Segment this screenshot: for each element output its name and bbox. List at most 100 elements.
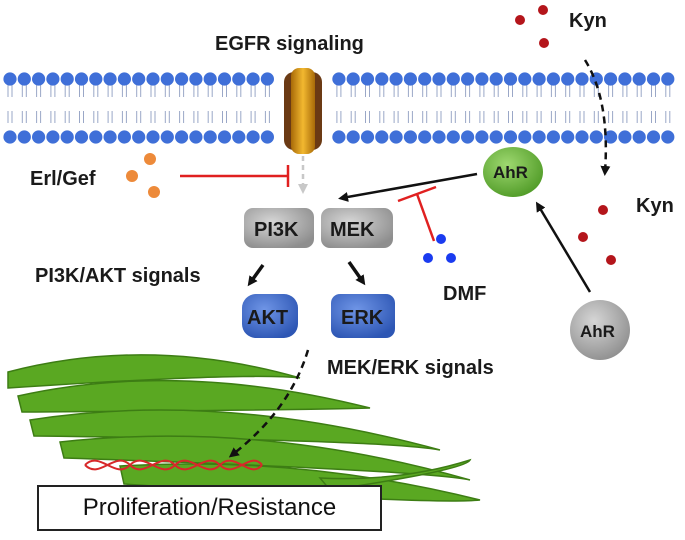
lipid-head bbox=[389, 130, 403, 144]
kyn-dots-mid bbox=[578, 205, 616, 265]
lipid-head bbox=[246, 130, 260, 144]
lipid-head bbox=[475, 130, 489, 144]
egfr-label: EGFR signaling bbox=[215, 33, 364, 55]
lipid-head bbox=[418, 72, 432, 86]
lipid-head bbox=[3, 72, 17, 86]
lipid-head bbox=[489, 72, 503, 86]
lipid-head bbox=[403, 72, 417, 86]
lipid-head bbox=[546, 130, 561, 144]
pi3k-akt-label: PI3K/AKT signals bbox=[35, 265, 201, 287]
lipid-head bbox=[117, 130, 131, 144]
erk-node bbox=[331, 294, 395, 338]
lipid-head bbox=[518, 130, 532, 144]
egfr-receptor bbox=[284, 68, 322, 154]
lipid-head bbox=[461, 72, 475, 86]
erl-gef-inhibition bbox=[180, 165, 290, 187]
pi3k-to-akt-arrow bbox=[247, 263, 265, 287]
lipid-head bbox=[117, 72, 131, 86]
lipid-head bbox=[646, 72, 661, 86]
lipid-head bbox=[332, 72, 346, 86]
lipid-head bbox=[132, 72, 146, 86]
lipid-head bbox=[175, 130, 189, 144]
lipid-head bbox=[489, 130, 503, 144]
dmf-label: DMF bbox=[443, 283, 486, 305]
mek-erk-label: MEK/ERK signals bbox=[327, 357, 494, 379]
lipid-head bbox=[175, 72, 189, 86]
lipid-head bbox=[89, 130, 103, 144]
lipid-head bbox=[432, 72, 446, 86]
mek-label: MEK bbox=[330, 219, 375, 241]
lipid-head bbox=[232, 72, 246, 86]
lipid-head bbox=[217, 72, 232, 86]
lipid-head bbox=[103, 72, 117, 86]
lipid-head bbox=[618, 130, 632, 144]
kyn-label-top: Kyn bbox=[569, 10, 607, 32]
lipid-head bbox=[346, 130, 360, 144]
lipid-head bbox=[661, 72, 675, 86]
pi3k-label: PI3K bbox=[254, 219, 299, 241]
lipid-head bbox=[561, 130, 575, 144]
lipid-head bbox=[203, 72, 217, 86]
erl-gef-label: Erl/Gef bbox=[30, 168, 96, 190]
lipid-head bbox=[17, 72, 31, 86]
ahr-green-node bbox=[483, 147, 543, 197]
lipid-head bbox=[589, 130, 603, 144]
lipid-head bbox=[618, 72, 632, 86]
lipid-head bbox=[260, 130, 274, 144]
lipid-head bbox=[31, 72, 46, 86]
lipid-head bbox=[232, 130, 246, 144]
lipid-head bbox=[160, 130, 174, 144]
lipid-head bbox=[532, 130, 546, 144]
ahr-green-label: AhR bbox=[493, 163, 528, 182]
lipid-head bbox=[575, 72, 589, 86]
lipid-head bbox=[346, 72, 360, 86]
lipid-head bbox=[661, 130, 675, 144]
lipid-head bbox=[375, 72, 389, 86]
lipid-head bbox=[389, 72, 403, 86]
lipid-head bbox=[446, 72, 460, 86]
akt-node bbox=[242, 294, 298, 338]
akt-label: AKT bbox=[247, 307, 288, 329]
kyn-dots-top bbox=[515, 5, 549, 48]
lipid-head bbox=[575, 130, 589, 144]
dmf-inhibition bbox=[397, 185, 437, 242]
lipid-head bbox=[60, 72, 74, 86]
lipid-head bbox=[632, 72, 646, 86]
kyn-label-mid: Kyn bbox=[636, 195, 674, 217]
lipid-head bbox=[146, 130, 160, 144]
erk-label: ERK bbox=[341, 307, 384, 329]
lipid-head bbox=[446, 130, 460, 144]
lipid-head bbox=[604, 72, 618, 86]
dmf-dots bbox=[423, 234, 456, 263]
lipid-head bbox=[360, 130, 375, 144]
lipid-head bbox=[418, 130, 432, 144]
lipid-head bbox=[46, 130, 60, 144]
pi3k-node bbox=[244, 208, 314, 248]
lipid-head bbox=[46, 72, 60, 86]
lipid-head bbox=[189, 130, 203, 144]
lipid-head bbox=[103, 130, 117, 144]
lipid-head bbox=[160, 72, 174, 86]
lipid-head bbox=[561, 72, 575, 86]
lipid-head bbox=[132, 130, 146, 144]
lipid-head bbox=[217, 130, 232, 144]
lipid-head bbox=[518, 72, 532, 86]
lipid-head bbox=[203, 130, 217, 144]
mek-node bbox=[321, 208, 393, 248]
ahr-translocation-arrow bbox=[535, 201, 592, 293]
dna-icon bbox=[84, 459, 263, 471]
erk-to-nucleus-arrow bbox=[228, 349, 310, 458]
proliferation-resistance-box: Proliferation/Resistance bbox=[37, 485, 382, 531]
lipid-head bbox=[546, 72, 561, 86]
lipid-head bbox=[532, 72, 546, 86]
ahr-gray-label: AhR bbox=[580, 322, 615, 341]
kyn-transport-arrow bbox=[583, 59, 611, 176]
lipid-head bbox=[60, 130, 74, 144]
endoplasmic-reticulum bbox=[7, 354, 481, 502]
lipid-head bbox=[461, 130, 475, 144]
lipid-head bbox=[17, 130, 31, 144]
lipid-head bbox=[89, 72, 103, 86]
outcome-label: Proliferation/Resistance bbox=[82, 494, 337, 521]
